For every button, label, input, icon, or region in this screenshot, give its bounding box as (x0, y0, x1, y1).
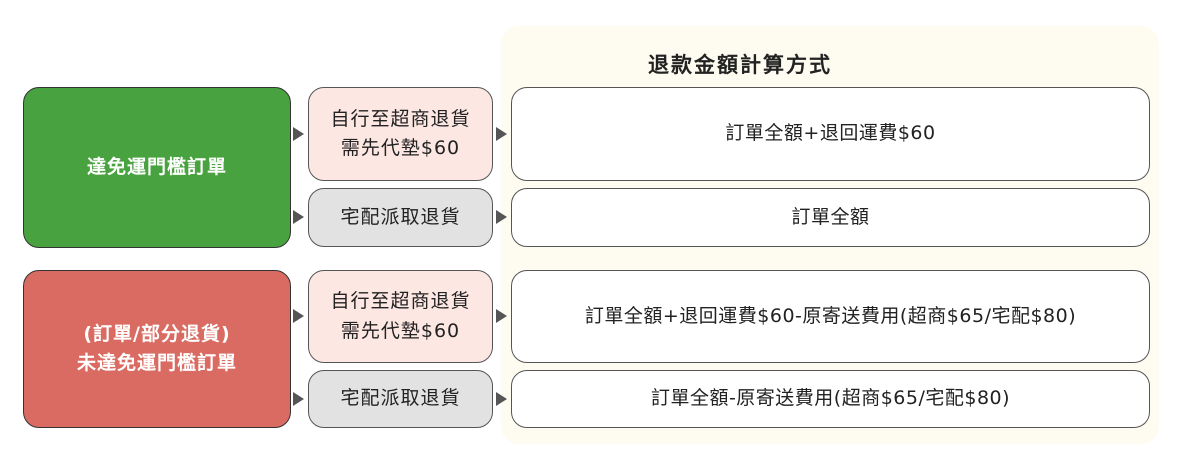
arrow-right-icon (293, 210, 304, 224)
result-formula: 訂單全額+退回運費$60 (725, 122, 936, 145)
option-home-delivery-return: 宅配派取退貨 (308, 370, 493, 428)
result-box: 訂單全額+退回運費$60-原寄送費用(超商$65/宅配$80) (511, 270, 1150, 363)
option-label-line: 宅配派取退貨 (340, 205, 461, 228)
panel-title: 退款金額計算方式 (648, 53, 832, 77)
option-label-line: 自行至超商退貨 (330, 107, 471, 130)
result-formula: 訂單全額-原寄送費用(超商$65/宅配$80) (650, 387, 1011, 410)
result-formula: 訂單全額+退回運費$60-原寄送費用(超商$65/宅配$80) (584, 304, 1077, 327)
condition-label-line: 未達免運門檻訂單 (76, 352, 237, 374)
arrow-right-icon (496, 392, 507, 406)
condition-label-line: (訂單/部分退貨) (83, 322, 231, 345)
condition-label-line: 達免運門檻訂單 (86, 155, 227, 178)
arrow-right-icon (496, 127, 507, 141)
result-box: 訂單全額 (511, 188, 1150, 247)
option-label-line: 需先代墊$60 (340, 137, 461, 159)
option-home-delivery-return: 宅配派取退貨 (308, 188, 493, 247)
arrow-right-icon (496, 210, 507, 224)
arrow-right-icon (293, 127, 304, 141)
condition-free-shipping-met: 達免運門檻訂單 (23, 87, 291, 248)
arrow-right-icon (496, 309, 507, 323)
option-store-return: 自行至超商退貨 需先代墊$60 (308, 270, 493, 363)
result-formula: 訂單全額 (791, 205, 870, 228)
arrow-right-icon (293, 309, 304, 323)
option-label-line: 自行至超商退貨 (330, 290, 471, 313)
result-box: 訂單全額+退回運費$60 (511, 87, 1150, 181)
condition-free-shipping-not-met: (訂單/部分退貨) 未達免運門檻訂單 (23, 270, 291, 428)
option-label-line: 需先代墊$60 (340, 319, 461, 342)
arrow-right-icon (293, 392, 304, 406)
option-label-line: 宅配派取退貨 (340, 387, 461, 410)
option-store-return: 自行至超商退貨 需先代墊$60 (308, 87, 493, 181)
result-box: 訂單全額-原寄送費用(超商$65/宅配$80) (511, 370, 1150, 428)
